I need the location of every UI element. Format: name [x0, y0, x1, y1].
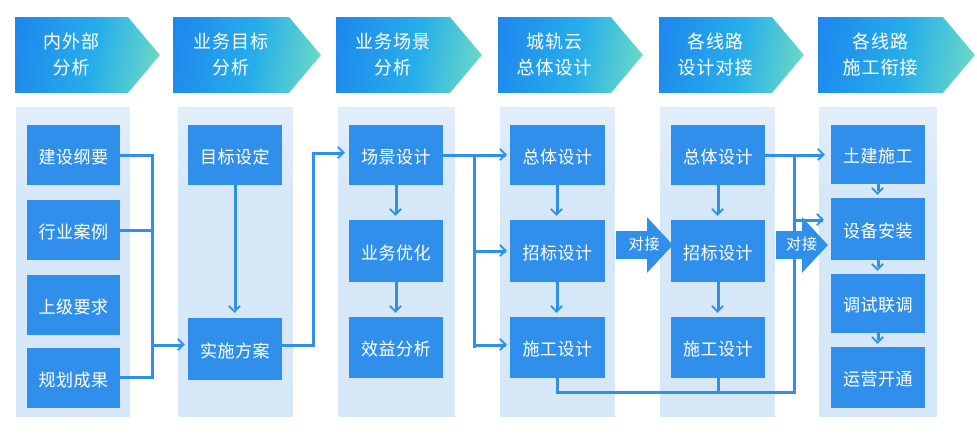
connector-line — [474, 250, 506, 253]
connector-line — [120, 154, 153, 157]
connector-line — [556, 391, 796, 394]
connector-line — [793, 154, 796, 393]
flow-box: 效益分析 — [349, 317, 443, 378]
stage-label: 分析 — [52, 58, 91, 78]
flow-box: 招标设计 — [510, 220, 605, 282]
stage-label: 各线路 — [852, 32, 909, 52]
stage-label: 设计对接 — [677, 58, 754, 78]
docking-arrow-tip-icon — [802, 217, 828, 273]
stage-chevron-6: 各线路 施工衔接 — [818, 17, 975, 93]
connector-line — [556, 282, 559, 310]
connector-line — [395, 185, 398, 213]
docking-arrow-body — [776, 231, 802, 259]
stage-label: 各线路 — [687, 32, 744, 52]
stage-label: 分析 — [212, 58, 250, 78]
stage-chevron-5: 各线路 设计对接 — [659, 17, 804, 93]
flow-box: 施工设计 — [510, 317, 605, 378]
stage-chevron-1: 内外部 分析 — [15, 17, 160, 93]
docking-arrow-2: 对接 — [776, 217, 828, 273]
connector-line — [312, 152, 315, 347]
docking-label: 对接 — [785, 236, 818, 253]
docking-arrow-tip-icon — [647, 217, 673, 273]
connector-line — [556, 185, 559, 213]
flow-box: 行业案例 — [27, 200, 120, 260]
connector-line — [765, 154, 822, 157]
flow-box: 实施方案 — [188, 318, 282, 380]
flow-box: 运营开通 — [831, 347, 925, 408]
connector-line — [474, 344, 506, 347]
connector-line — [313, 152, 343, 155]
stage-label: 分析 — [374, 58, 412, 78]
connector-line — [151, 154, 154, 379]
stage-chevron-2: 业务目标 分析 — [173, 17, 321, 93]
flow-box: 规划成果 — [27, 348, 120, 408]
connector-line — [152, 344, 182, 347]
stage-chevron-4: 城轨云 总体设计 — [498, 17, 643, 93]
connector-line — [877, 184, 880, 191]
docking-label: 对接 — [628, 236, 661, 253]
flow-box: 业务优化 — [349, 220, 443, 282]
connector-line — [234, 185, 237, 309]
stage-chevron-3: 业务场景 分析 — [336, 17, 482, 93]
flow-box: 土建施工 — [831, 125, 925, 184]
flow-box: 目标设定 — [188, 125, 282, 185]
stage-label: 业务场景 — [355, 32, 431, 52]
stage-label: 内外部 — [43, 32, 100, 52]
flow-box: 招标设计 — [671, 220, 765, 282]
connector-line — [120, 229, 153, 232]
stage-label: 业务目标 — [193, 32, 269, 52]
connector-line — [556, 378, 559, 393]
connector-line — [120, 376, 153, 379]
connector-line — [717, 378, 720, 393]
connector-line — [282, 344, 314, 347]
flow-box: 上级要求 — [27, 275, 120, 335]
flow-box: 设备安装 — [831, 198, 925, 260]
flow-box: 施工设计 — [671, 317, 765, 378]
flow-box: 建设纲要 — [27, 125, 120, 185]
connector-line — [717, 185, 720, 213]
flow-box: 总体设计 — [510, 125, 605, 185]
stage-label: 城轨云 — [526, 32, 583, 52]
flow-box: 场景设计 — [349, 125, 443, 185]
connector-line — [717, 282, 720, 310]
flow-box: 总体设计 — [671, 125, 765, 185]
flow-box: 调试联调 — [831, 274, 925, 333]
connector-line — [877, 260, 880, 267]
docking-arrow-body — [616, 231, 647, 259]
connector-line — [877, 333, 880, 340]
stage-label: 施工衔接 — [842, 58, 919, 78]
docking-arrow-1: 对接 — [616, 217, 673, 273]
stage-label: 总体设计 — [516, 58, 593, 78]
connector-line — [395, 282, 398, 310]
